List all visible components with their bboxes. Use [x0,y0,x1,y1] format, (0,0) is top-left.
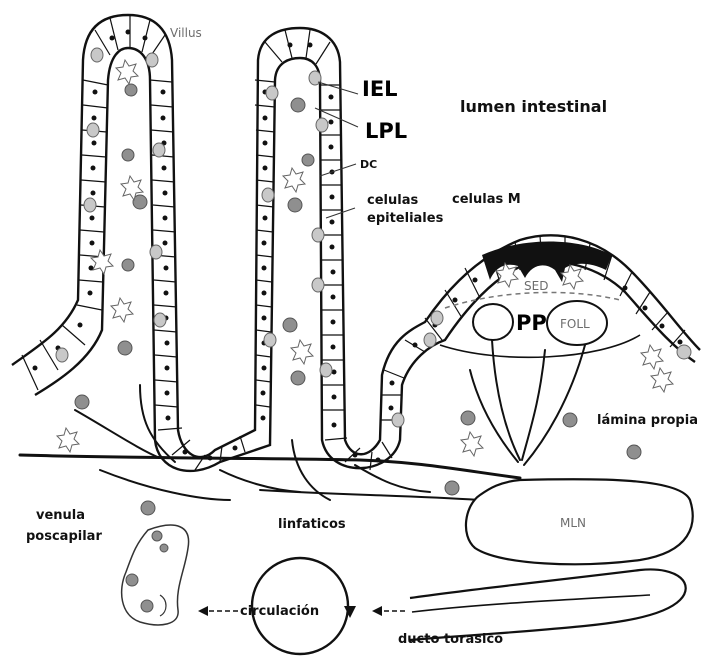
thoracic-duct-upper-wall [410,569,686,640]
lymphatic-branch [100,470,230,500]
follicle-left [473,304,513,340]
dc-star [116,60,138,84]
arrow-circulation-to-venule-head [198,606,208,616]
dc-star [461,432,483,456]
lymphatic-branch [492,340,520,460]
dc-star [291,340,313,364]
postcapillary-venule [122,525,189,625]
label-venula-2: poscapilar [26,529,102,544]
label-sed: SED [524,279,548,293]
label-linfaticos: linfaticos [278,517,346,532]
lymphatic-main [20,455,520,478]
epithelium-outer-contour [12,15,700,457]
label-celulas-epiteliales-2: epiteliales [367,211,444,226]
label-iel: IEL [362,77,398,101]
label-lumen: lumen intestinal [460,97,607,116]
label-venula-1: venula [36,508,85,523]
dc-star [111,298,133,322]
dc-star [283,168,305,192]
lymphatic-branch [220,470,300,492]
label-lpl: LPL [365,119,407,143]
label-pp: PP [516,311,547,335]
dome-lower-arc [440,335,640,357]
thoracic-duct [410,569,686,640]
venule-lymphocyte [141,600,153,612]
label-celulas-m: celulas M [452,192,521,207]
lymphatic-branch [524,345,585,465]
venule-lymphocyte [160,544,168,552]
dc-star [651,368,673,392]
venule-lymphocyte [152,531,162,541]
lymphatic-branch [355,465,430,492]
label-ducto: ducto torasico [398,632,503,647]
arrow-duct-to-circulation-head [372,606,382,616]
epithelium [12,15,700,471]
label-celulas-epiteliales-1: celulas [367,193,418,208]
lymphatic-branch [75,410,160,458]
dc-star [57,428,79,452]
label-mln: MLN [560,516,586,530]
label-lamina-propia: lámina propia [597,413,698,428]
venule-lymphocyte [126,574,138,586]
dc-star [641,345,663,369]
label-dc: DC [360,158,377,171]
dc-star [91,250,113,274]
lymphatic-vessels [20,340,585,500]
label-foll: FOLL [560,317,590,331]
label-villus: Villus [170,26,202,40]
label-circulacion: circulación [240,604,319,619]
